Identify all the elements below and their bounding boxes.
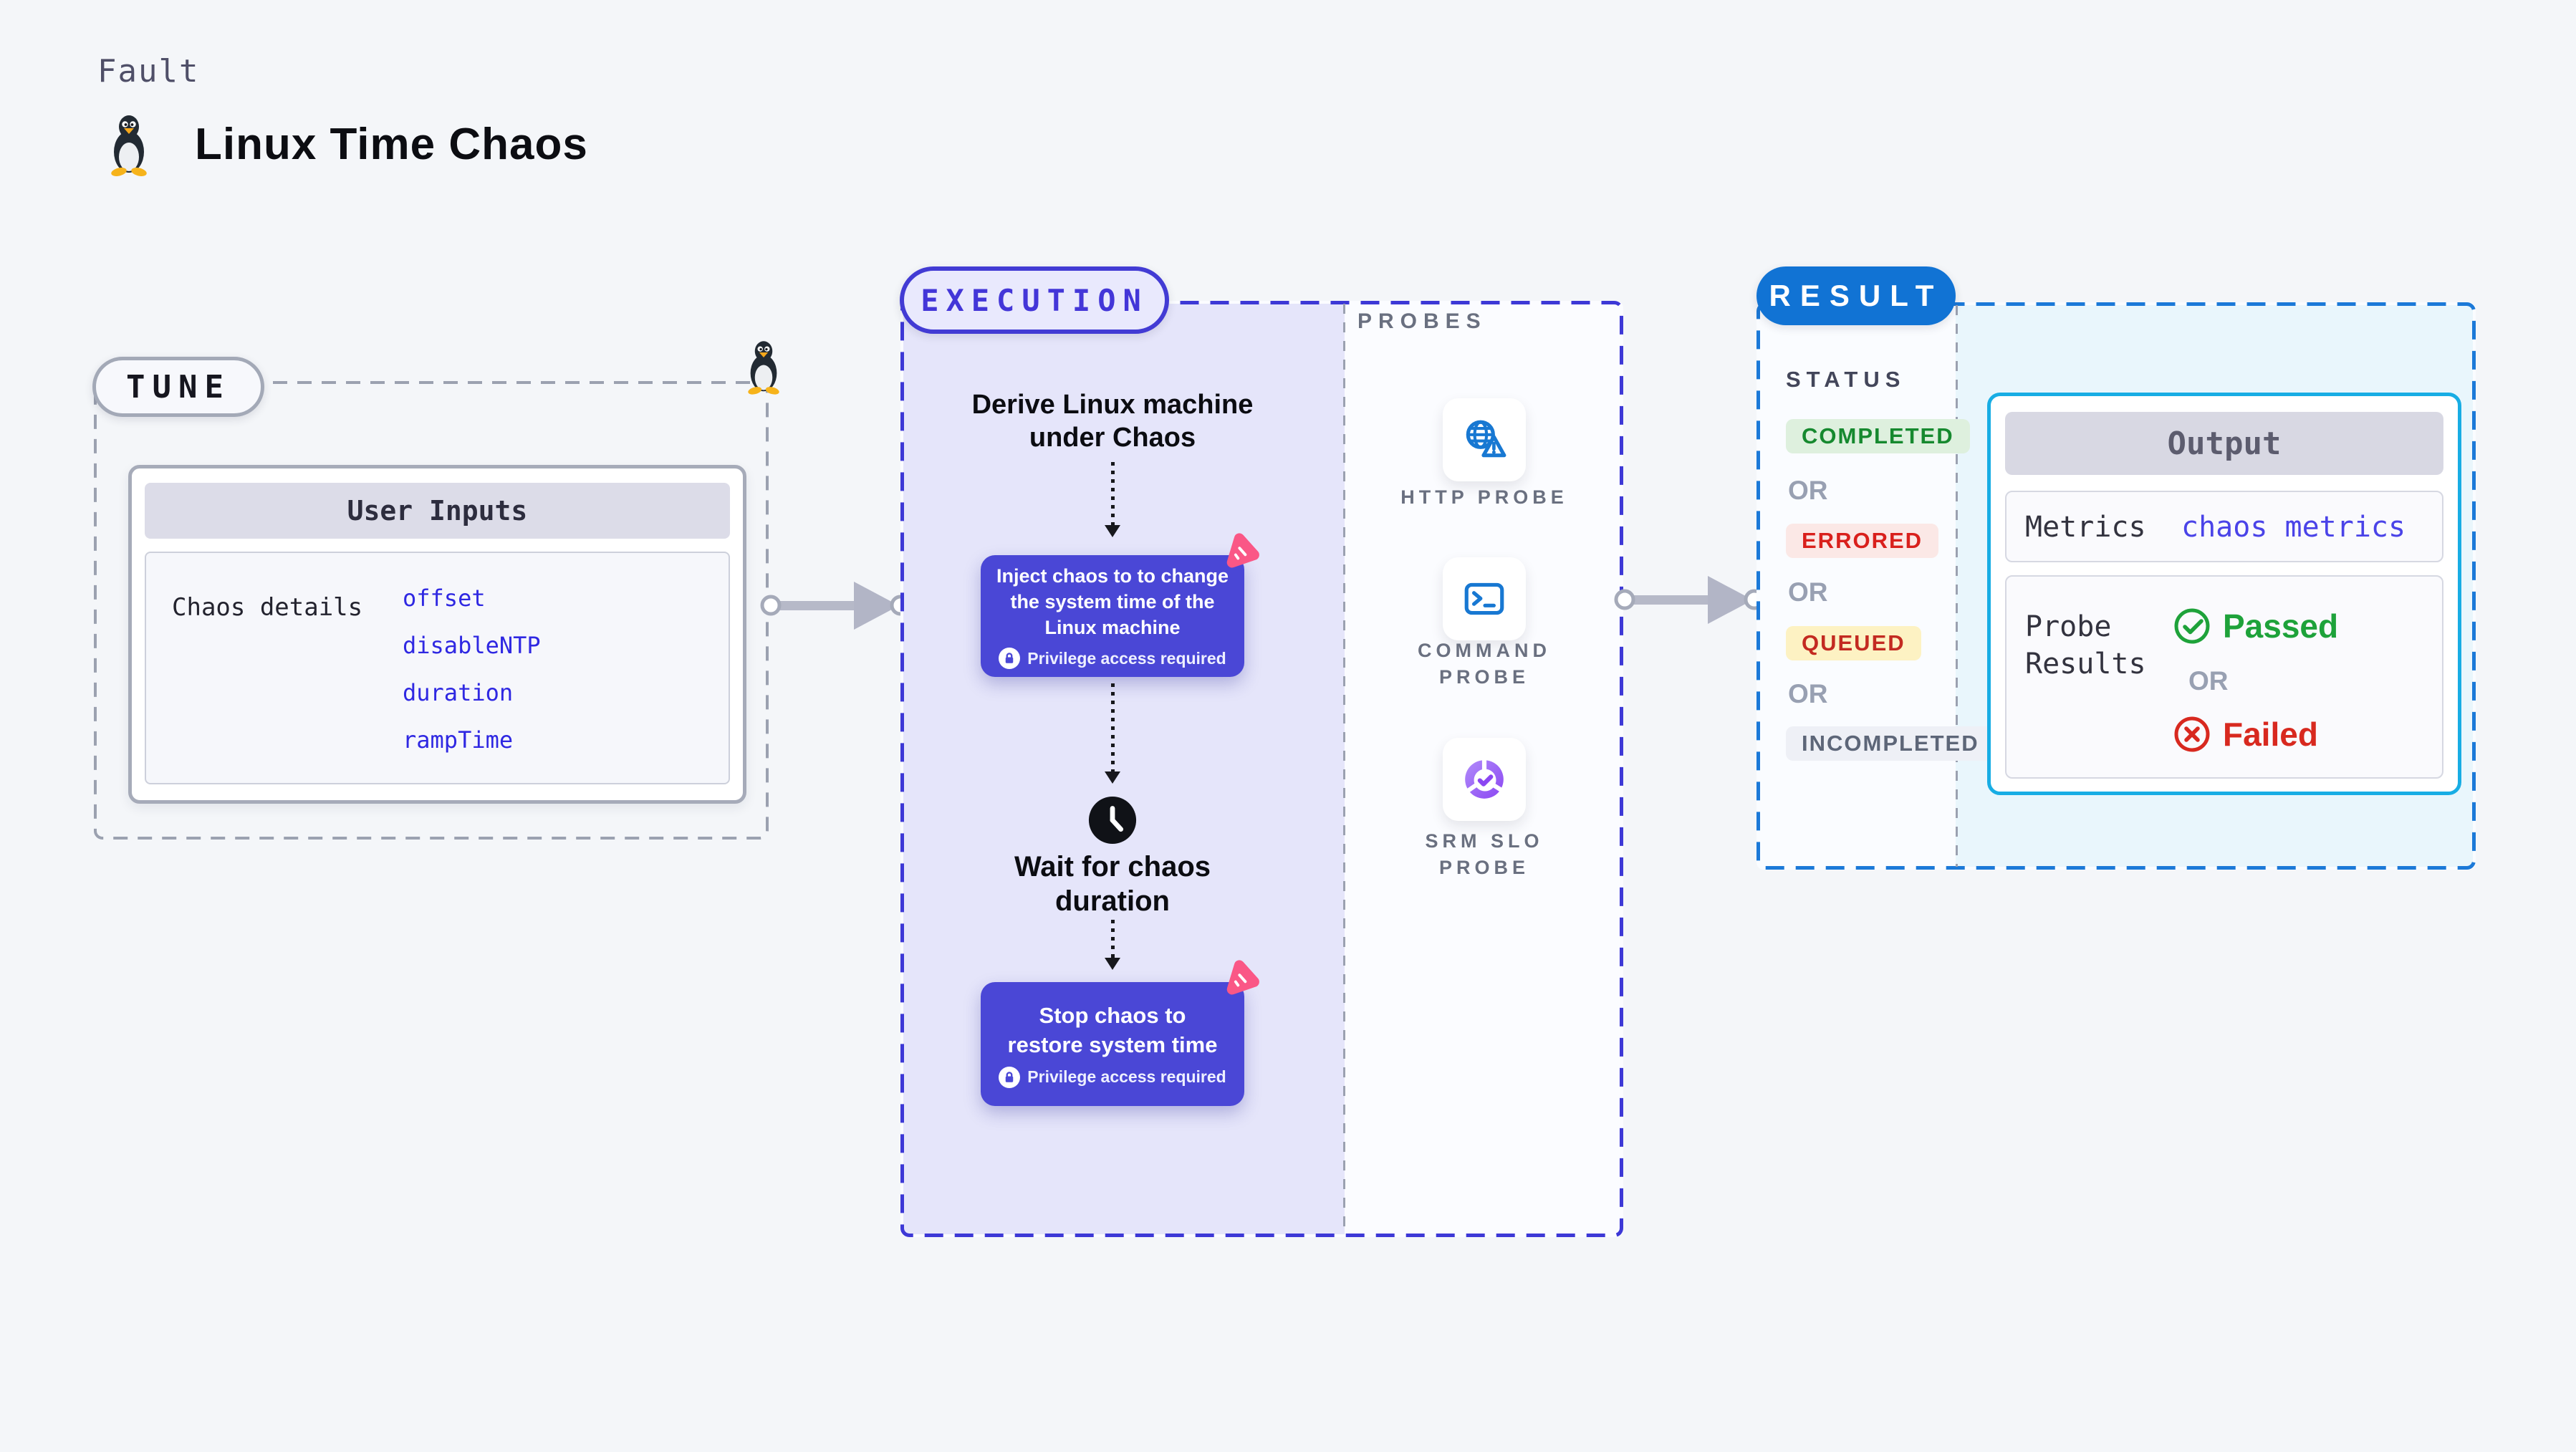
linux-penguin-icon	[748, 341, 779, 395]
execution-to-result-arrow	[1614, 576, 1765, 624]
output-card: Output Metrics chaos metrics Probe Resul…	[1987, 393, 2461, 795]
inject-chaos-node: Inject chaos to to change the system tim…	[981, 555, 1244, 677]
or-separator: OR	[1788, 577, 1828, 607]
http-probe-card	[1443, 398, 1526, 481]
privilege-label: Privilege access required	[1027, 648, 1226, 668]
param-link-ramptime[interactable]: rampTime	[403, 726, 514, 754]
chaos-spark-icon	[1226, 533, 1259, 568]
status-heading: STATUS	[1786, 367, 1906, 392]
passed-row: Passed	[2173, 607, 2338, 645]
user-inputs-card: User Inputs Chaos details offset disable…	[128, 465, 746, 804]
execution-probes-divider	[1343, 304, 1345, 1234]
x-circle-icon	[2174, 716, 2210, 752]
wait-step-label: Wait for chaos duration	[1014, 851, 1211, 917]
http-probe-label: HTTP PROBE	[1400, 486, 1568, 508]
srm-slo-probe-label: SRM SLO PROBE	[1425, 830, 1544, 878]
failed-label: Failed	[2223, 716, 2318, 753]
or-separator: OR	[1788, 476, 1828, 505]
stop-chaos-text: Stop chaos to restore system time	[1007, 1002, 1218, 1057]
or-separator: OR	[1788, 679, 1828, 708]
execution-pill: EXECUTION	[900, 266, 1169, 334]
param-link-disablentp[interactable]: disableNTP	[403, 632, 541, 659]
flow-arrow-down	[1105, 920, 1120, 970]
derive-step-label: Derive Linux machine under Chaos	[971, 390, 1254, 453]
stop-chaos-node: Stop chaos to restore system time Privil…	[981, 982, 1244, 1106]
param-link-duration[interactable]: duration	[403, 679, 514, 706]
tune-to-execution-arrow	[760, 582, 911, 630]
chaos-details-label: Chaos details	[172, 593, 363, 622]
lock-icon	[999, 1066, 1021, 1088]
lock-icon	[999, 648, 1021, 669]
slo-donut-icon	[1465, 759, 1504, 799]
execution-pill-label: EXECUTION	[921, 282, 1148, 318]
user-inputs-header: User Inputs	[145, 483, 730, 539]
status-badge-completed: COMPLETED	[1786, 419, 1970, 453]
privilege-row: Privilege access required	[999, 648, 1226, 669]
result-pill-label: RESULT	[1769, 279, 1943, 312]
chaos-spark-icon	[1226, 960, 1259, 995]
check-circle-icon	[2174, 608, 2210, 644]
clock-icon	[1088, 796, 1137, 845]
probes-label: PROBES	[1357, 309, 1487, 333]
or-separator: OR	[2188, 666, 2229, 696]
passed-label: Passed	[2223, 607, 2339, 645]
metrics-row: Metrics chaos metrics	[2005, 491, 2443, 562]
probe-results-label: Probe Results	[2025, 610, 2146, 681]
linux-penguin-icon	[111, 115, 147, 176]
param-list: offset disableNTP duration rampTime	[403, 586, 541, 752]
metrics-label: Metrics	[2025, 511, 2146, 544]
command-probe-card	[1443, 557, 1526, 640]
result-pill: RESULT	[1756, 266, 1956, 325]
srm-slo-probe-card	[1443, 738, 1526, 821]
page-title: Linux Time Chaos	[195, 120, 588, 169]
failed-row: Failed	[2173, 715, 2318, 754]
probe-results-row: Probe Results Passed OR Failed	[2005, 575, 2443, 779]
tune-pill: TUNE	[92, 357, 264, 417]
fault-eyebrow: Fault	[97, 53, 200, 90]
flow-arrow-down	[1105, 462, 1120, 537]
user-inputs-body: Chaos details offset disableNTP duration…	[145, 552, 730, 784]
status-badge-queued: QUEUED	[1786, 626, 1921, 660]
result-status-divider	[1956, 305, 1958, 867]
flow-arrow-down	[1105, 683, 1120, 784]
param-link-offset[interactable]: offset	[403, 585, 486, 612]
status-badge-errored: ERRORED	[1786, 524, 1939, 558]
command-probe-label: COMMAND PROBE	[1418, 640, 1551, 688]
tune-pill-label: TUNE	[126, 368, 231, 405]
metrics-value-link[interactable]: chaos metrics	[2181, 511, 2406, 544]
inject-chaos-text: Inject chaos to to change the system tim…	[996, 565, 1229, 638]
output-header: Output	[2005, 412, 2443, 475]
globe-alert-icon	[1466, 420, 1506, 458]
status-badge-incompleted: INCOMPLETED	[1786, 726, 1995, 761]
privilege-label: Privilege access required	[1027, 1067, 1226, 1086]
privilege-row: Privilege access required	[999, 1066, 1226, 1088]
terminal-icon	[1464, 582, 1504, 615]
